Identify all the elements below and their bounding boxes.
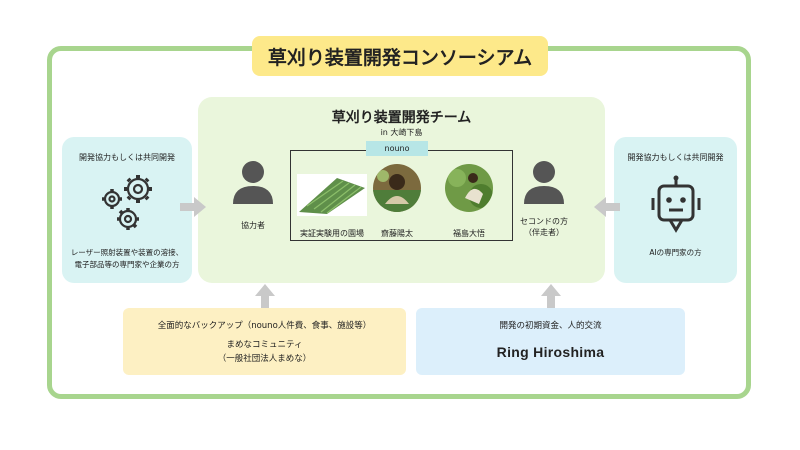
ring-desc: 開発の初期資金、人的交流 bbox=[499, 321, 602, 331]
robot-icon bbox=[651, 175, 701, 233]
arrow-right-to-team bbox=[594, 197, 620, 217]
second-label-line1: セコンドの方 bbox=[520, 217, 568, 226]
arrow-left-to-team bbox=[180, 197, 206, 217]
second-label-line2: （伴走者） bbox=[524, 228, 564, 237]
left-partner-panel: 開発協力もしくは共同開発 レーザー照射装置や装置の溶接、 bbox=[62, 137, 192, 283]
right-panel-title: 開発協力もしくは共同開発 bbox=[627, 153, 724, 162]
ring-hiroshima-name: Ring Hiroshima bbox=[496, 344, 605, 360]
team-location: in 大崎下島 bbox=[380, 128, 423, 137]
saito-label: 齋藤陽太 bbox=[381, 229, 413, 238]
gears-icon bbox=[102, 175, 152, 230]
arrow-bottom-right-up bbox=[541, 284, 561, 311]
fukushima-photo bbox=[445, 164, 493, 212]
backup-line2: まめなコミュニティ bbox=[226, 340, 303, 350]
collaborator-person-icon bbox=[233, 161, 273, 204]
fukushima-label: 福島大悟 bbox=[453, 229, 485, 238]
left-panel-title: 開発協力もしくは共同開発 bbox=[79, 153, 175, 162]
backup-line1: 全面的なバックアップ（nouno人件費、食事、施設等） bbox=[157, 321, 372, 331]
backup-line3: （一般社団法人まめな） bbox=[217, 354, 312, 364]
field-image bbox=[297, 174, 367, 216]
ring-hiroshima-box: 開発の初期資金、人的交流 Ring Hiroshima bbox=[416, 308, 685, 375]
consortium-title: 草刈り装置開発コンソーシアム bbox=[252, 36, 548, 76]
left-desc-line2: 電子部品等の専門家や企業の方 bbox=[74, 260, 180, 269]
left-panel-desc: レーザー照射装置や装置の溶接、 電子部品等の専門家や企業の方 bbox=[62, 247, 192, 271]
second-label: セコンドの方 （伴走者） bbox=[509, 216, 579, 238]
right-panel-desc: AIの専門家の方 bbox=[649, 248, 702, 257]
nouno-tag: nouno bbox=[366, 141, 428, 156]
field-label: 実証実験用の園場 bbox=[300, 229, 364, 238]
right-partner-panel: 開発協力もしくは共同開発 AIの専門家の方 bbox=[614, 137, 737, 283]
team-title: 草刈り装置開発チーム bbox=[331, 110, 472, 126]
second-person-icon bbox=[524, 161, 564, 204]
collaborator-label: 協力者 bbox=[241, 221, 265, 230]
saito-photo bbox=[373, 164, 421, 212]
left-desc-line1: レーザー照射装置や装置の溶接、 bbox=[70, 248, 184, 257]
backup-box: 全面的なバックアップ（nouno人件費、食事、施設等） まめなコミュニティ （一… bbox=[123, 308, 406, 375]
arrow-bottom-left-up bbox=[255, 284, 275, 311]
